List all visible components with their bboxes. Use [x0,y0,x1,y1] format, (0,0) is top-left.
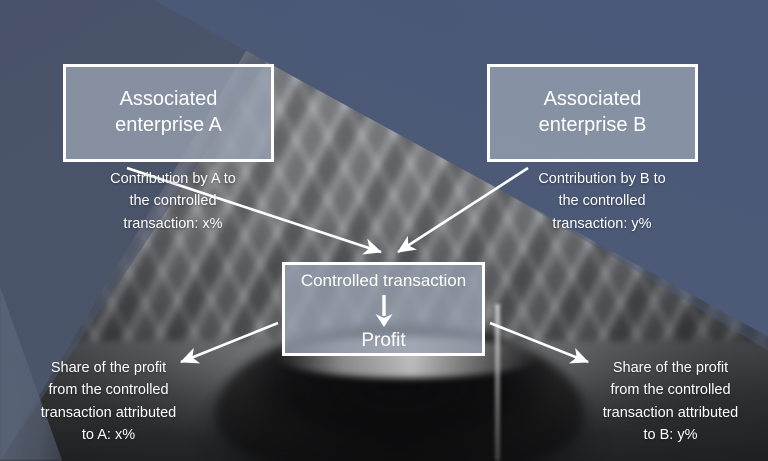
box-b-line-1: Associated [543,88,642,111]
box-b-line-2: enterprise B [538,114,647,136]
controlled-transaction-label: Controlled transaction [300,271,467,290]
caption-contribution-b-line-3: transaction: y% [552,215,652,232]
caption-share-b-line-1: Share of the profit [612,360,729,376]
box-controlled-transaction[interactable]: Controlled transaction Profit [282,262,485,356]
caption-share-profit-a: Share of the profit from the controlled … [16,357,201,447]
caption-share-a-line-2: from the controlled [48,382,169,399]
caption-share-b-line-2: from the controlled [610,382,731,399]
caption-contribution-b-line-1: Contribution by B to [538,171,666,187]
caption-contribution-b: Contribution by B to the controlled tran… [512,168,692,235]
caption-share-b-line-4: to B: y% [643,427,698,444]
box-a-line-2: enterprise A [115,114,222,136]
caption-share-b-line-3: transaction attributed [602,404,739,421]
caption-contribution-a-line-1: Contribution by A to [110,171,236,187]
down-arrow-icon [375,294,392,327]
box-a-line-1: Associated [119,88,218,111]
profit-label: Profit [361,329,406,351]
background-photo-pole [495,304,501,461]
arrow-a-to-transaction [126,166,382,255]
caption-share-a-line-1: Share of the profit [50,360,167,376]
caption-contribution-b-line-2: the controlled [558,193,646,210]
arrow-b-to-transaction [397,166,529,254]
caption-share-a-line-4: to A: x% [81,427,136,444]
box-associated-enterprise-b[interactable]: Associated enterprise B [487,64,698,162]
arrow-transaction-to-share-b [489,321,589,364]
caption-share-a-line-3: transaction attributed [40,404,177,421]
caption-contribution-a-line-2: the controlled [129,193,217,210]
arrow-transaction-to-share-a [180,321,279,364]
caption-contribution-a-line-3: transaction: x% [123,215,223,232]
caption-share-profit-b: Share of the profit from the controlled … [578,357,763,447]
caption-contribution-a: Contribution by A to the controlled tran… [83,168,263,235]
box-associated-enterprise-a[interactable]: Associated enterprise A [63,64,274,162]
